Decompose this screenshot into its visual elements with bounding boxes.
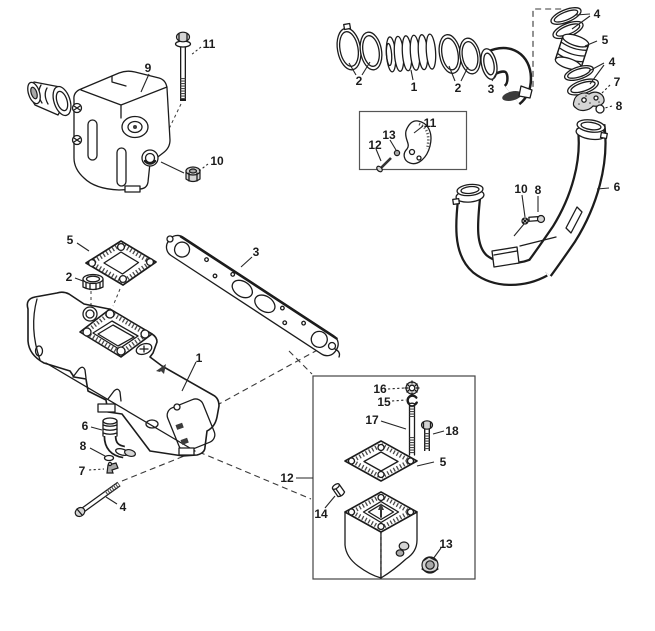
housing-plug-drawing [185,166,201,183]
shutter-plate-drawing [403,120,432,165]
dowel-pin-drawing [331,483,346,498]
exhaust-manifold-drawing [26,291,220,457]
end-cap-plug-drawing [421,556,439,574]
grease-fitting-drawing [106,461,119,474]
inset-box-end-cap [312,375,476,580]
y-pipe-screw-drawing [513,217,529,237]
exhaust-elbow-drawing [480,46,533,106]
bellows-clamp-assembly [336,22,533,106]
locknut-drawing [404,380,420,396]
drain-fitting-group [74,417,136,518]
housing-bolt-drawing [174,31,192,101]
inset-box-shutter [358,110,468,173]
fitting-o-ring-drawing [103,454,115,462]
drain-fitting-drawing [102,417,136,459]
y-pipe-drawing [452,119,608,286]
end-cap-bolt-drawing [420,420,434,451]
exhaust-hose-drawing [554,33,590,71]
end-cap-drawing [344,491,418,579]
end-cap-gasket-drawing [344,440,418,482]
leader-lines [74,13,613,560]
exhaust-seal-gasket-drawing [572,91,605,112]
manifold-gasket-drawing [165,234,341,358]
end-cap-stud-drawing [408,402,416,456]
y-pipe-bolt-drawing [528,214,546,224]
manifold-stud-bolt-drawing [74,481,121,518]
shutter-screw-drawing [376,157,392,173]
fill-cap-drawing [82,273,104,291]
thermostat-housing-drawing [27,70,185,193]
hose-stack [550,7,605,114]
riser-gasket-drawing [85,240,157,286]
exhaust-bellows-drawing [385,33,437,73]
seal-ball-drawing [595,104,605,114]
shutter-washer-drawing [393,149,401,157]
